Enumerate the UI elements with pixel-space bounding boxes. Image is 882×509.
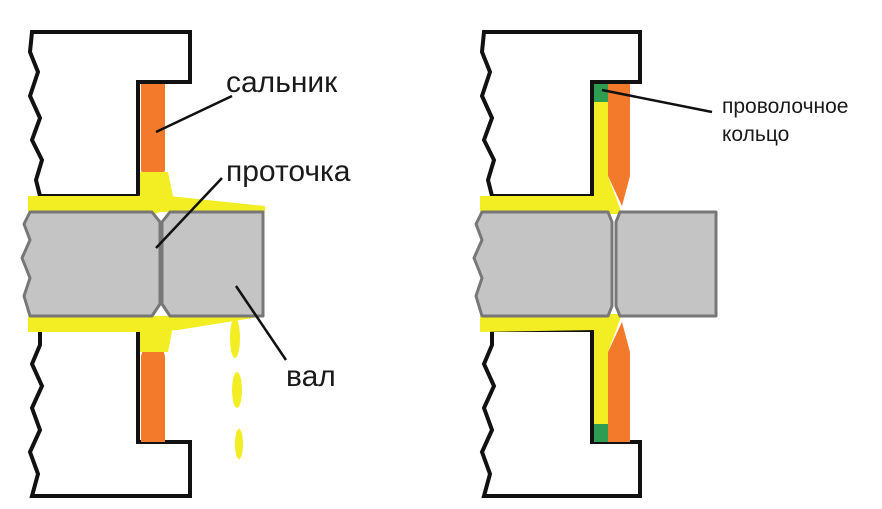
left-lower-housing: [27, 328, 192, 498]
oil-drip: [230, 318, 240, 358]
label-wire-ring-line1: проволочное: [722, 95, 849, 118]
left-oil-wedge-lower: [140, 316, 175, 352]
left-oil-wedge-upper: [140, 172, 175, 216]
label-groove: проточка: [226, 155, 351, 188]
right-oil-film-top: [480, 196, 620, 212]
wire-ring-upper: [594, 84, 608, 102]
leader-line-shaft: [234, 285, 288, 361]
label-wire-ring-line2: кольцо: [722, 123, 790, 146]
leader-line-groove: [155, 177, 223, 249]
leader-line-seal: [155, 94, 233, 134]
label-shaft: вал: [286, 360, 336, 393]
right-shaft-part-a: [472, 210, 614, 318]
right-upper-housing: [479, 30, 642, 198]
right-shaft-part-b: [614, 210, 718, 318]
left-seal-upper: [141, 84, 165, 198]
left-seal-lower: [141, 330, 165, 442]
oil-drip: [232, 372, 242, 408]
oil-drip: [235, 429, 243, 459]
wire-ring-lower: [594, 424, 608, 442]
right-panel: [472, 30, 718, 498]
label-seal: сальник: [226, 66, 338, 99]
leader-line-wire-ring: [601, 88, 713, 114]
left-panel: [20, 30, 288, 498]
left-upper-housing: [27, 30, 192, 198]
right-seal-lower: [608, 322, 630, 442]
right-seal-upper: [608, 84, 630, 206]
left-shaft-part-b: [160, 210, 265, 318]
left-shaft-part-a: [20, 210, 162, 318]
right-oil-film-bottom: [480, 316, 620, 332]
